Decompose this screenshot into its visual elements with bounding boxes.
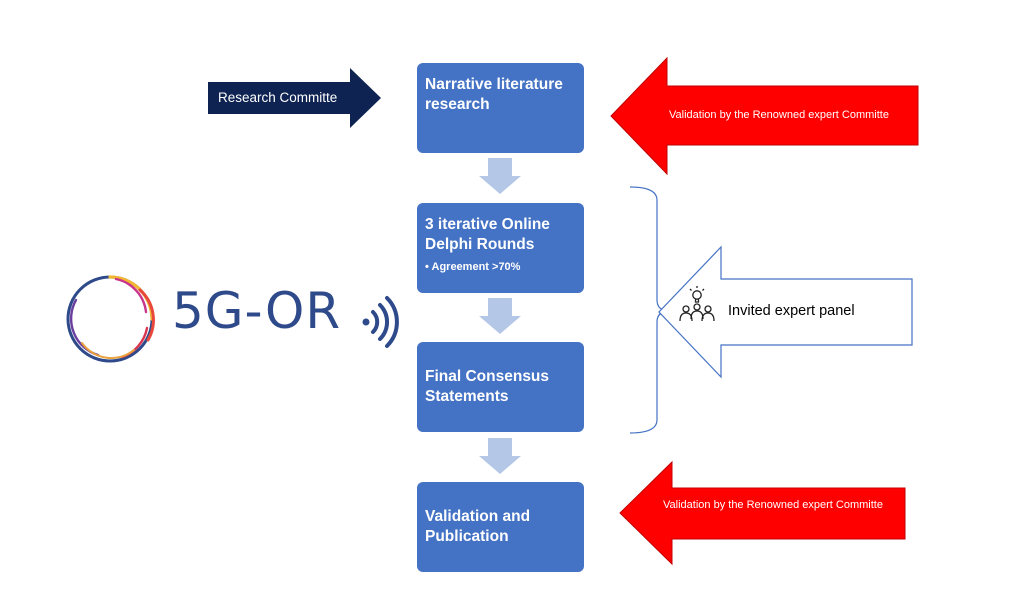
validation-arrow-top	[610, 56, 919, 176]
expert-panel-arrow	[658, 245, 913, 379]
research-committee-label: Research Committe	[218, 90, 338, 105]
connector-arrow-3	[479, 438, 521, 474]
step-consensus-statements: Final Consensus Statements	[417, 342, 584, 432]
validation-label-top: Validation by the Renowned expert Commit…	[669, 109, 889, 121]
step-subpoint: • Agreement >70%	[425, 261, 521, 273]
logo-text: 5G-OR	[172, 282, 342, 340]
connector-arrow-2	[479, 298, 521, 334]
expert-panel-label: Invited expert panel	[728, 303, 855, 319]
research-committee-arrow	[208, 68, 381, 128]
wireless-signal-icon	[362, 296, 399, 348]
step-validation-publication: Validation and Publication	[417, 482, 584, 572]
people-idea-icon	[679, 286, 715, 322]
connector-arrow-1	[479, 158, 521, 194]
step-title: Final Consensus Statements	[425, 368, 550, 405]
step-title: Narrative literature research	[425, 76, 563, 113]
validation-label-bottom: Validation by the Renowned expert Commit…	[663, 499, 883, 511]
step-narrative-research: Narrative literature research	[417, 63, 584, 153]
step-delphi-rounds: 3 iterative Online Delphi Rounds • Agree…	[417, 203, 584, 293]
ring-logo-icon	[66, 275, 155, 363]
step-title: Validation and Publication	[425, 508, 531, 545]
step-title: 3 iterative Online Delphi Rounds	[425, 216, 550, 253]
validation-arrow-bottom	[619, 460, 906, 566]
